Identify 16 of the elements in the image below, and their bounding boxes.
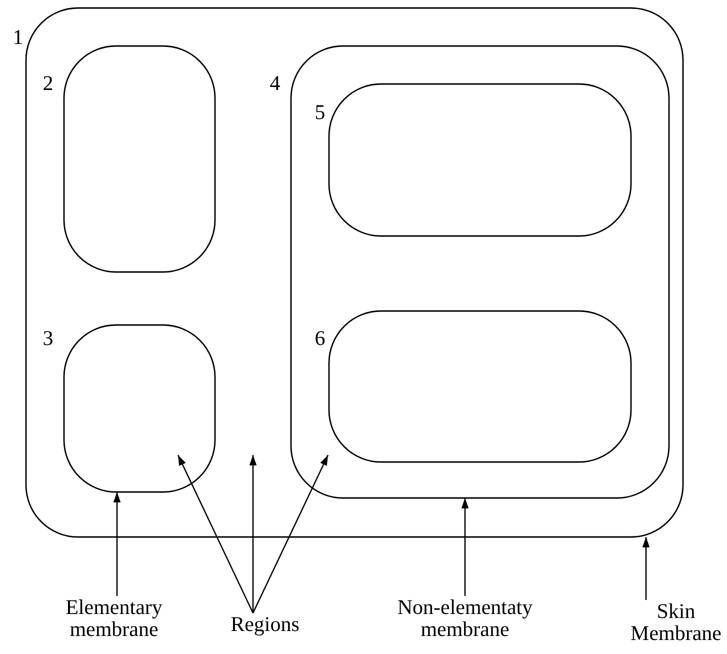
caption-label: Regions	[230, 613, 300, 635]
leader-arrow	[461, 498, 469, 596]
caption-label: Skin Membrane	[630, 600, 722, 644]
membrane-number: 1	[12, 26, 24, 48]
membrane-number: 5	[314, 101, 326, 123]
membrane-number: 4	[268, 72, 282, 94]
caption-label: Non-elementaty membrane	[396, 596, 534, 640]
membrane-number: 3	[42, 327, 54, 349]
leader-arrow	[177, 454, 254, 614]
leader-arrow	[252, 454, 329, 614]
caption-label: Elementary membrane	[64, 596, 164, 640]
leader-arrow	[642, 537, 650, 600]
membrane-number: 2	[42, 72, 54, 94]
membrane-number: 6	[314, 327, 326, 349]
leader-arrow	[113, 492, 121, 596]
leader-arrow	[249, 455, 257, 613]
